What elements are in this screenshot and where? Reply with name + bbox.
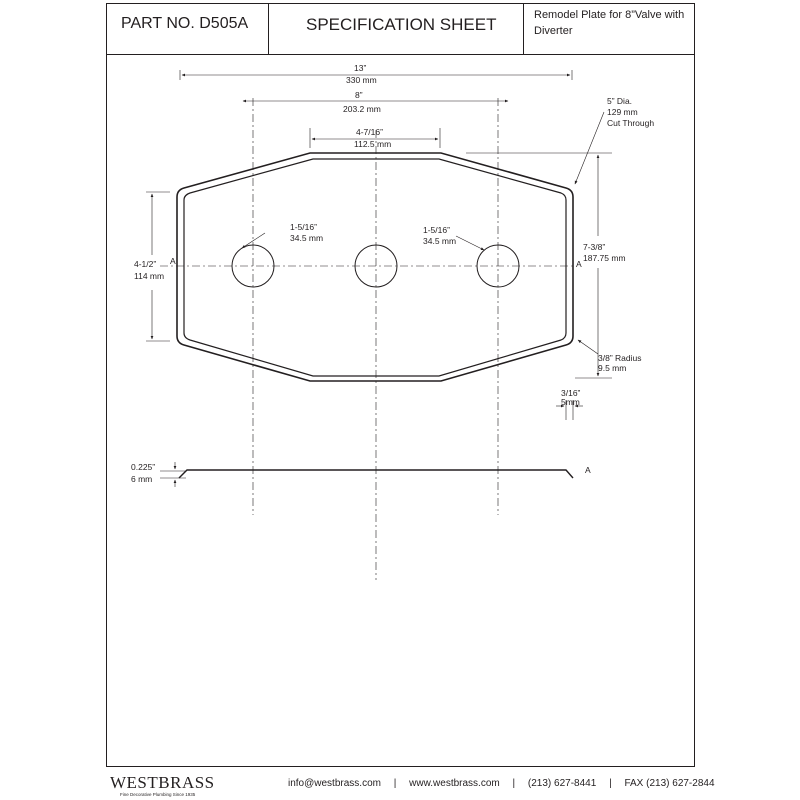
part-number: PART NO. D505A — [121, 15, 249, 32]
holes — [231, 244, 520, 288]
center-spacing-in: 8” — [355, 90, 363, 100]
separator: | — [512, 778, 516, 789]
part-number-cell: PART NO. D505A — [106, 3, 269, 55]
brand-tagline: Fine Decorative Plumbing Since 1935 — [120, 792, 196, 797]
side-profile — [178, 469, 574, 479]
top-edge-mm: 112.5 mm — [354, 139, 391, 149]
sheet-title: SPECIFICATION SHEET — [306, 15, 497, 34]
email-link[interactable]: info@westbrass.com — [288, 778, 381, 789]
separator: | — [609, 778, 612, 789]
section-a-right: A — [576, 259, 582, 269]
dimension-labels: 13” 330 mm 8” 203.2 mm 4-7/16” 112.5 mm … — [131, 63, 654, 484]
thickness-in: 0.225” — [131, 462, 155, 472]
corner-radius-mm: 9.5 mm — [598, 363, 626, 373]
center-hole — [354, 244, 398, 288]
right-hole-in: 1-5/16” — [423, 225, 450, 235]
overall-width-mm: 330 mm — [346, 75, 377, 85]
right-height-mm: 187.75 mm — [583, 253, 626, 263]
dimension-lines — [146, 70, 612, 487]
description-cell: Remodel Plate for 8”Valve with Diverter — [523, 3, 695, 55]
contact-info: info@westbrass.com | www.westbrass.com |… — [288, 778, 715, 789]
right-height-in: 7-3/8” — [583, 242, 605, 252]
product-description: Remodel Plate for 8”Valve with Diverter — [534, 9, 685, 37]
corner-radius-in: 3/8” Radius — [598, 353, 641, 363]
center-hole-in: 5” Dia. — [607, 96, 632, 106]
left-hole-mm: 34.5 mm — [290, 233, 323, 243]
left-height-mm: 114 mm — [134, 271, 164, 281]
centerlines — [160, 98, 575, 580]
plate-outline — [176, 152, 574, 382]
center-spacing-mm: 203.2 mm — [343, 104, 381, 114]
overall-width-in: 13” — [354, 63, 366, 73]
center-hole-mm: 129 mm — [607, 107, 638, 117]
left-height-in: 4-1/2” — [134, 259, 156, 269]
right-hole — [476, 244, 520, 288]
drawing-frame — [106, 54, 695, 767]
section-a-left: A — [170, 256, 176, 266]
right-hole-mm: 34.5 mm — [423, 236, 456, 246]
phone-number: (213) 627-8441 — [527, 778, 597, 789]
top-edge-in: 4-7/16” — [356, 127, 383, 137]
title-cell: SPECIFICATION SHEET — [268, 3, 524, 55]
website-link[interactable]: www.westbrass.com — [409, 778, 500, 789]
left-hole — [231, 244, 275, 288]
fax-number: FAX (213) 627-2844 — [624, 778, 715, 789]
separator: | — [393, 778, 397, 789]
thickness-mm: 6 mm — [131, 474, 152, 484]
center-hole-note: Cut Through — [607, 118, 654, 128]
brand-logo: WESTBRASS — [110, 773, 215, 792]
edge-offset-in: 3/16” — [561, 388, 581, 398]
left-hole-in: 1-5/16” — [290, 222, 317, 232]
footer: WESTBRASS Fine Decorative Plumbing Since… — [110, 772, 800, 800]
section-a-profile: A — [585, 465, 591, 475]
edge-offset-mm: 5mm — [561, 397, 580, 407]
